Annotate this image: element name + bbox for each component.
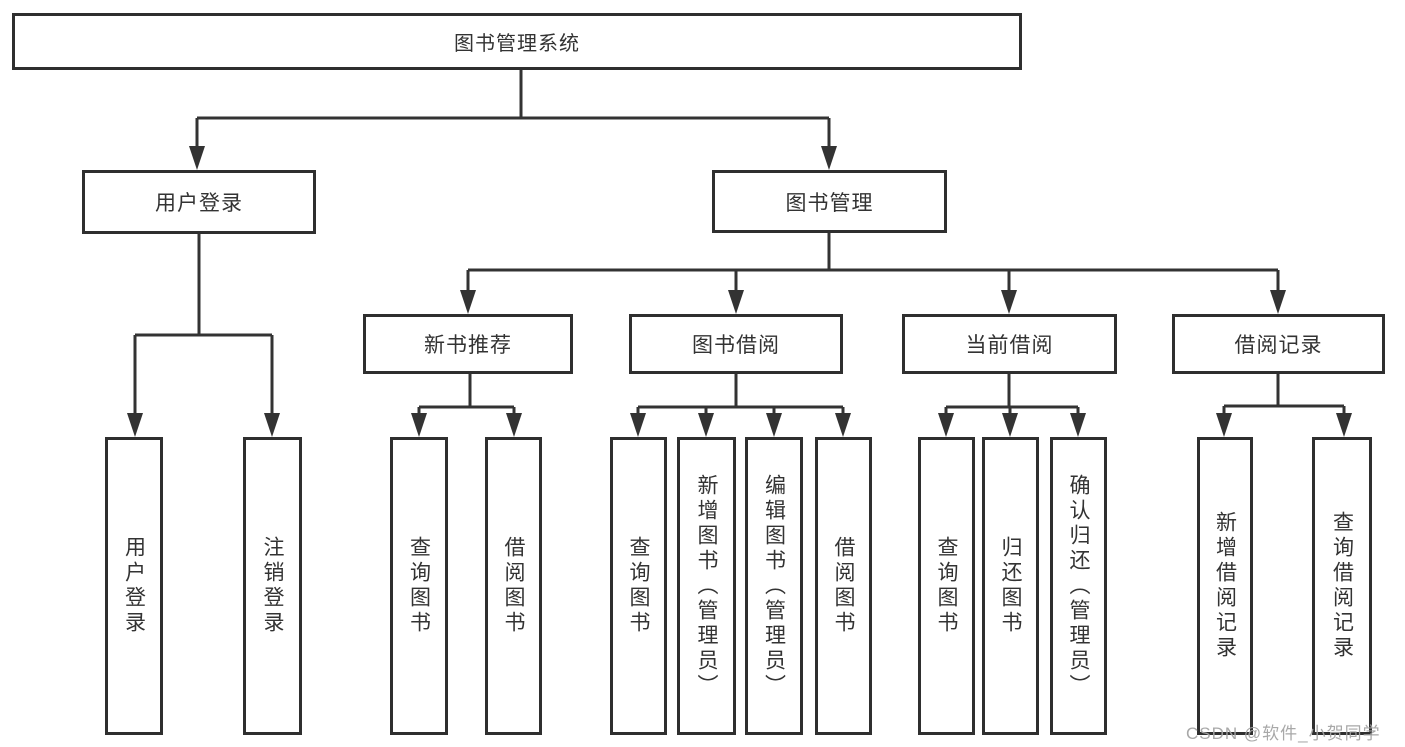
node-user-login: 用户登录 — [82, 170, 316, 234]
leaf-record-query: 查询借阅记录 — [1312, 437, 1372, 735]
node-root: 图书管理系统 — [12, 13, 1022, 70]
leaf-newbook-query-books: 查询图书 — [390, 437, 448, 735]
leaf-current-return-books: 归还图书 — [982, 437, 1039, 735]
leaf-newbook-borrow-books: 借阅图书 — [485, 437, 542, 735]
node-new-book-rec: 新书推荐 — [363, 314, 573, 374]
leaf-user-login: 用户登录 — [105, 437, 163, 735]
node-current-borrow: 当前借阅 — [902, 314, 1117, 374]
leaf-borrow-edit-books-admin: 编辑图书（管理员） — [745, 437, 803, 735]
node-book-mgmt: 图书管理 — [712, 170, 947, 233]
leaf-logout: 注销登录 — [243, 437, 302, 735]
leaf-current-query-books: 查询图书 — [918, 437, 975, 735]
node-book-borrow: 图书借阅 — [629, 314, 843, 374]
leaf-borrow-borrow-books: 借阅图书 — [815, 437, 872, 735]
leaf-borrow-add-books-admin: 新增图书（管理员） — [677, 437, 736, 735]
leaf-current-confirm-return-admin: 确认归还（管理员） — [1050, 437, 1107, 735]
leaf-record-add: 新增借阅记录 — [1197, 437, 1253, 735]
watermark: CSDN @软件_小贺同学 — [1186, 724, 1381, 743]
leaf-borrow-query-books: 查询图书 — [610, 437, 667, 735]
node-borrow-record: 借阅记录 — [1172, 314, 1385, 374]
